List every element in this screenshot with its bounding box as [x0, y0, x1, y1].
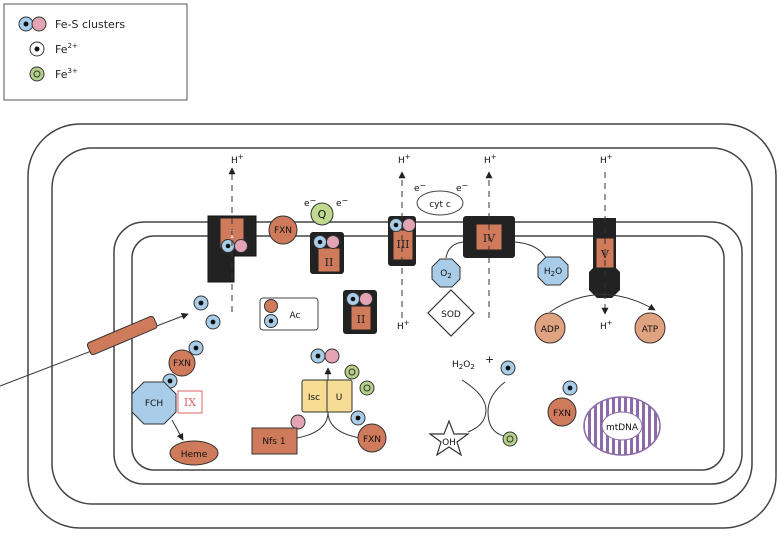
svg-text:cyt c: cyt c [429, 200, 451, 210]
svg-text:O2: O2 [440, 269, 452, 280]
svg-text:U: U [336, 393, 343, 403]
fe3-icon [502, 431, 518, 447]
fe2-icon [350, 410, 366, 426]
svg-text:Ac: Ac [290, 311, 301, 321]
nfs1-link [296, 411, 329, 439]
complex-iii: III [388, 216, 416, 266]
heme: Heme [169, 440, 219, 466]
fe2-icon [205, 314, 221, 330]
h2o2-label: H2O2 [452, 360, 475, 371]
fe2-icon [562, 380, 578, 396]
cytochrome-c: cyt c [416, 190, 464, 216]
h-plus-4: H+ [484, 153, 497, 166]
svg-text:FXN: FXN [173, 359, 191, 369]
complex-iv-label: IV [483, 232, 496, 245]
mtdna: mtDNA [583, 396, 661, 456]
hydroxyl-radical: OH [428, 419, 470, 457]
complex-ii-matrix-label: II [357, 313, 366, 326]
heme-arrow [171, 419, 184, 441]
fe3-icon [359, 380, 375, 396]
plus-sign: + [485, 353, 494, 366]
fe2-icon [188, 340, 204, 356]
svg-text:Isc: Isc [308, 393, 320, 403]
isc-u-complex: Isc U [301, 379, 353, 413]
fes-cluster-icon [389, 218, 416, 232]
outer-membrane [27, 123, 777, 529]
svg-text:IX: IX [184, 396, 196, 409]
complex-ix: IX [177, 390, 203, 414]
inner-membrane [113, 221, 743, 485]
fe3-icon [344, 364, 360, 380]
electron-cyt-right: e− [456, 181, 468, 194]
fenton-left-curve [461, 379, 487, 433]
electron-cyt-left: e− [414, 181, 426, 194]
adp: ADP [534, 312, 566, 344]
iron-transporter [86, 315, 158, 356]
fes-cluster-icon [221, 239, 248, 253]
svg-text:ADP: ADP [541, 325, 560, 335]
h-plus-5: H+ [600, 153, 613, 166]
sod: SOD [427, 289, 475, 337]
svg-text:Nfs 1: Nfs 1 [262, 437, 285, 447]
fenton-right-curve [487, 381, 506, 437]
fes-cluster-icon [310, 348, 340, 364]
complex-iii-label: III [396, 238, 409, 251]
fe2-icon [193, 295, 209, 311]
svg-text:ATP: ATP [642, 325, 659, 335]
pink-cluster [290, 414, 306, 430]
legend-fes-label: Fe-S clusters [55, 18, 125, 31]
atp: ATP [634, 312, 666, 344]
fes-cluster-icon [313, 235, 340, 249]
svg-text:FXN: FXN [363, 435, 381, 445]
svg-text:FXN: FXN [553, 409, 571, 419]
water-octagon: H2O [537, 256, 569, 286]
fxn-center-link [327, 411, 361, 439]
oxygen-octagon: O2 [431, 258, 461, 288]
h-plus-1: H+ [231, 153, 244, 166]
h-plus-3-matrix: H+ [397, 319, 410, 332]
fxn-center: FXN [357, 423, 387, 453]
complex-ii-label: II [325, 256, 334, 269]
electron-right: e− [336, 196, 348, 209]
fes-cluster-icon [346, 292, 373, 306]
complex-i: I [207, 215, 257, 283]
o2-link [445, 241, 464, 259]
svg-text:OH: OH [442, 438, 456, 448]
h-plus-3: H+ [398, 153, 411, 166]
aconitase-box: Ac [259, 297, 319, 331]
fe2-icon [500, 360, 516, 376]
h2o-link [514, 241, 547, 259]
electron-left: e− [304, 196, 316, 209]
svg-text:H2O: H2O [544, 267, 562, 278]
legend-fe2-label: Fe2+ [55, 42, 78, 56]
complex-ii-membrane: II [310, 232, 344, 274]
svg-text:SOD: SOD [441, 310, 461, 320]
fe3-icon [29, 66, 45, 82]
fe2-icon [29, 41, 45, 57]
legend-fe3-label: Fe3+ [55, 67, 78, 81]
h-plus-5-matrix: H+ [600, 319, 613, 332]
nfs1: Nfs 1 [251, 427, 298, 455]
fxn-left: FXN [168, 349, 196, 377]
legend: Fe-S clusters Fe2+ Fe3+ [3, 3, 188, 101]
ferrochelatase-fch: FCH [131, 381, 177, 425]
fxn-top: FXN [268, 215, 298, 245]
fes-cluster-icon [18, 16, 47, 32]
svg-text:FCH: FCH [145, 399, 163, 409]
atp-synthesis-arrow [549, 294, 656, 313]
svg-text:Q: Q [318, 208, 327, 221]
svg-text:mtDNA: mtDNA [606, 423, 639, 433]
svg-text:Heme: Heme [181, 450, 208, 460]
ubiquinone-q: Q [310, 202, 334, 226]
fxn-right: FXN [547, 397, 577, 427]
svg-text:FXN: FXN [274, 226, 292, 236]
complex-ii-matrix: II [343, 290, 377, 334]
